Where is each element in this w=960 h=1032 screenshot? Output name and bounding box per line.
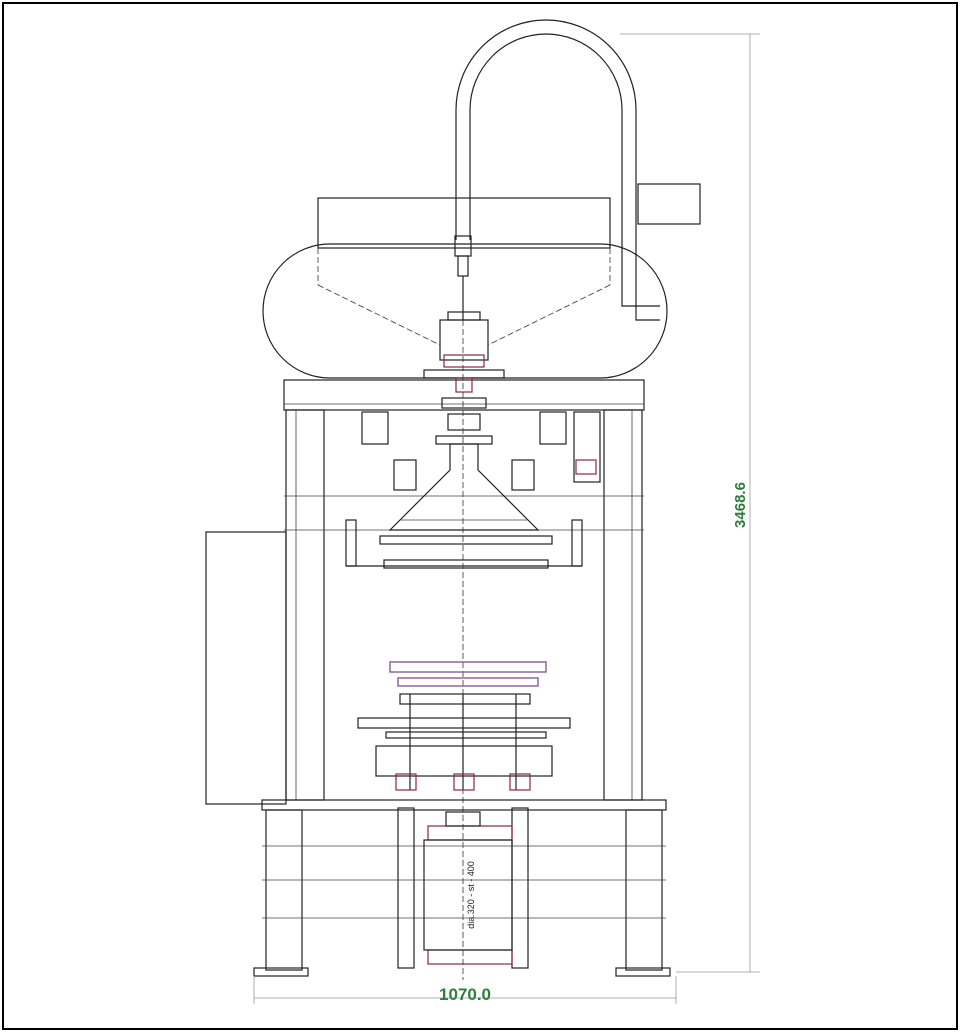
hopper <box>262 197 668 379</box>
base-frame <box>253 799 671 977</box>
height-dimension-label: 3468.6 <box>732 482 749 528</box>
width-dimension <box>253 976 677 1004</box>
overhead-pipe <box>454 19 701 321</box>
cylinder-label: dia.320 - st - 400 <box>466 861 476 929</box>
press-platen <box>357 661 571 791</box>
height-dimension <box>620 33 760 973</box>
upper-frame <box>205 377 645 805</box>
width-dimension-label: 1070.0 <box>439 985 491 1004</box>
